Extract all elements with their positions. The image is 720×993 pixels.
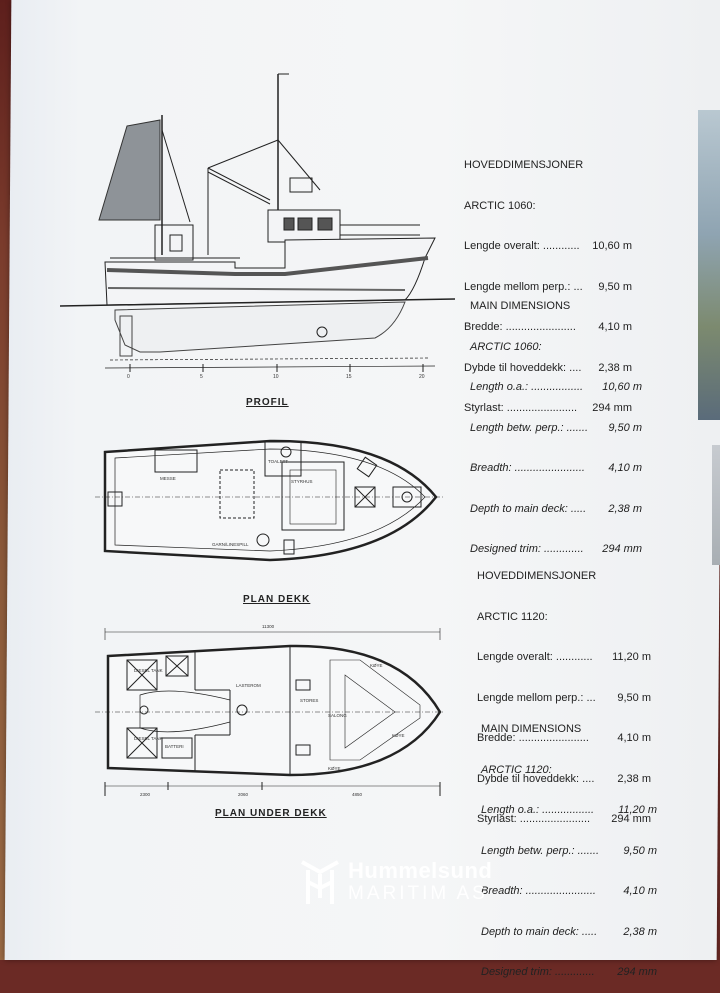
spec-value: 2,38 m (623, 925, 657, 938)
spec-value: 11,20 m (612, 651, 651, 663)
room-label-diesel-2: DIESEL TANK (134, 736, 163, 741)
room-label-messe: MESSE (160, 476, 176, 481)
spec-value: 4,10 m (617, 732, 651, 744)
spec-label: Lengde mellom perp.: ... (464, 280, 583, 293)
logo-mark-icon (301, 860, 339, 904)
spec-label: Breadth: ....................... (470, 462, 585, 474)
adjacent-page-photo-2 (712, 445, 720, 565)
under-deck-labels: 11300 2300 2060 4850 LASTEROM STORES SAL… (134, 624, 405, 797)
spec-1060-no: HOVEDDIMENSJONER ARCTIC 1060: Lengde ove… (464, 132, 632, 429)
spec-label: Lengde overalt: ............ (477, 651, 593, 663)
spec-value: 9,50 m (608, 421, 642, 434)
under-deck-drawing (95, 628, 445, 796)
spec-label: Depth to main deck: ..... (481, 925, 598, 938)
spec-model: ARCTIC 1060: (470, 340, 542, 353)
spec-label: Bredde: ....................... (477, 732, 589, 744)
spec-label: Lengde overalt: ............ (464, 240, 580, 252)
spec-heading: MAIN DIMENSIONS (470, 300, 571, 312)
spec-heading: HOVEDDIMENSJONER (464, 159, 584, 171)
adjacent-page-photo (698, 110, 720, 420)
spec-label: Designed trim: ............. (470, 543, 584, 555)
room-label-stores: STORES (300, 698, 318, 703)
logo-line-2: MARITIM AS (348, 883, 488, 904)
spec-value: 10,60 m (592, 240, 632, 252)
profile-drawing (59, 73, 456, 372)
deck-plan-labels: TOALETT STYRHUS MESSE GARN/LINESPILL (160, 459, 313, 547)
dimension-3: 4850 (352, 792, 363, 797)
dimension-total: 11300 (262, 624, 275, 629)
caption-plan-dekk: PLAN DEKK (243, 594, 311, 605)
spec-value: 4,10 m (623, 885, 657, 897)
spec-value: 4,10 m (598, 321, 632, 333)
spec-label: Length o.a.: ................. (470, 381, 584, 393)
spec-label: Designed trim: ............. (481, 966, 595, 978)
spec-1120-en: MAIN DIMENSIONS ARCTIC 1120: Length o.a.… (481, 696, 657, 993)
spec-label: Bredde: ....................... (464, 321, 576, 333)
spec-model: ARCTIC 1120: (477, 610, 548, 623)
spec-1120-no: HOVEDDIMENSJONER ARCTIC 1120: Lengde ove… (477, 543, 651, 840)
room-label-salong: SALONG (328, 713, 347, 718)
room-label-batteri: BATTERI (165, 744, 184, 749)
caption-profil: PROFIL (246, 397, 289, 408)
profile-tick-5: 5 (200, 374, 203, 380)
room-label-koye-1: KØYE (370, 663, 383, 668)
spec-heading: HOVEDDIMENSJONER (477, 570, 597, 582)
room-label-diesel-1: DIESEL TANK (134, 668, 163, 673)
spec-heading: MAIN DIMENSIONS (481, 723, 582, 735)
spec-label: Length o.a.: ................. (481, 804, 595, 816)
spec-label: Length betw. perp.: ....... (470, 421, 589, 434)
room-label-styrhus: STYRHUS (291, 479, 313, 484)
technical-drawings: 0 5 10 15 20 TOALETT STYRHUS MESSE GARN/… (59, 73, 456, 797)
spec-model: ARCTIC 1060: (464, 199, 536, 212)
spec-value: 9,50 m (598, 280, 632, 293)
spec-value: 9,50 m (623, 844, 657, 857)
spec-value: 2,38 m (608, 502, 642, 515)
dimension-2: 2060 (238, 792, 249, 797)
spec-value: 2,38 m (598, 361, 632, 374)
profile-ticks: 0 5 10 15 20 (127, 374, 425, 380)
deck-plan-drawing (95, 439, 445, 562)
logo-line-1: Hummelsund (348, 858, 493, 883)
spec-value: 294 mm (611, 813, 651, 825)
spec-value: 4,10 m (608, 462, 642, 474)
profile-tick-0: 0 (127, 374, 130, 380)
spec-value: 9,50 m (617, 691, 651, 704)
dimension-1: 2300 (140, 792, 151, 797)
room-label-koye-2: KØYE (392, 733, 405, 738)
room-label-koye-3: KØYE (328, 766, 341, 771)
spec-label: Length betw. perp.: ....... (481, 844, 600, 857)
spec-value: 10,60 m (602, 381, 642, 393)
spec-value: 11,20 m (618, 804, 657, 816)
profile-tick-10: 10 (273, 374, 279, 380)
room-label-garn: GARN/LINESPILL (212, 542, 249, 547)
spec-value: 294 mm (602, 543, 642, 555)
room-label-lasterom: LASTEROM (236, 683, 261, 688)
spec-label: Breadth: ....................... (481, 885, 596, 897)
spec-label: Dybde til hoveddekk: .... (477, 772, 595, 785)
room-label-toalett: TOALETT (268, 459, 288, 464)
spec-label: Dybde til hoveddekk: .... (464, 361, 582, 374)
spec-label: Depth to main deck: ..... (470, 502, 587, 515)
spec-value: 294 mm (592, 402, 632, 414)
hummelsund-logo: Hummelsund MARITIM AS (300, 858, 492, 906)
caption-plan-under-dekk: PLAN UNDER DEKK (215, 808, 327, 819)
spec-1060-en: MAIN DIMENSIONS ARCTIC 1060: Length o.a.… (470, 273, 642, 570)
spec-label: Styrlast: ....................... (477, 813, 591, 825)
spec-label: Styrlast: ....................... (464, 402, 578, 414)
spec-value: 2,38 m (617, 772, 651, 785)
profile-tick-15: 15 (346, 374, 352, 380)
spec-value: 294 mm (617, 966, 657, 978)
spec-model: ARCTIC 1120: (481, 763, 552, 776)
spec-label: Lengde mellom perp.: ... (477, 691, 596, 704)
profile-tick-20: 20 (419, 374, 425, 380)
